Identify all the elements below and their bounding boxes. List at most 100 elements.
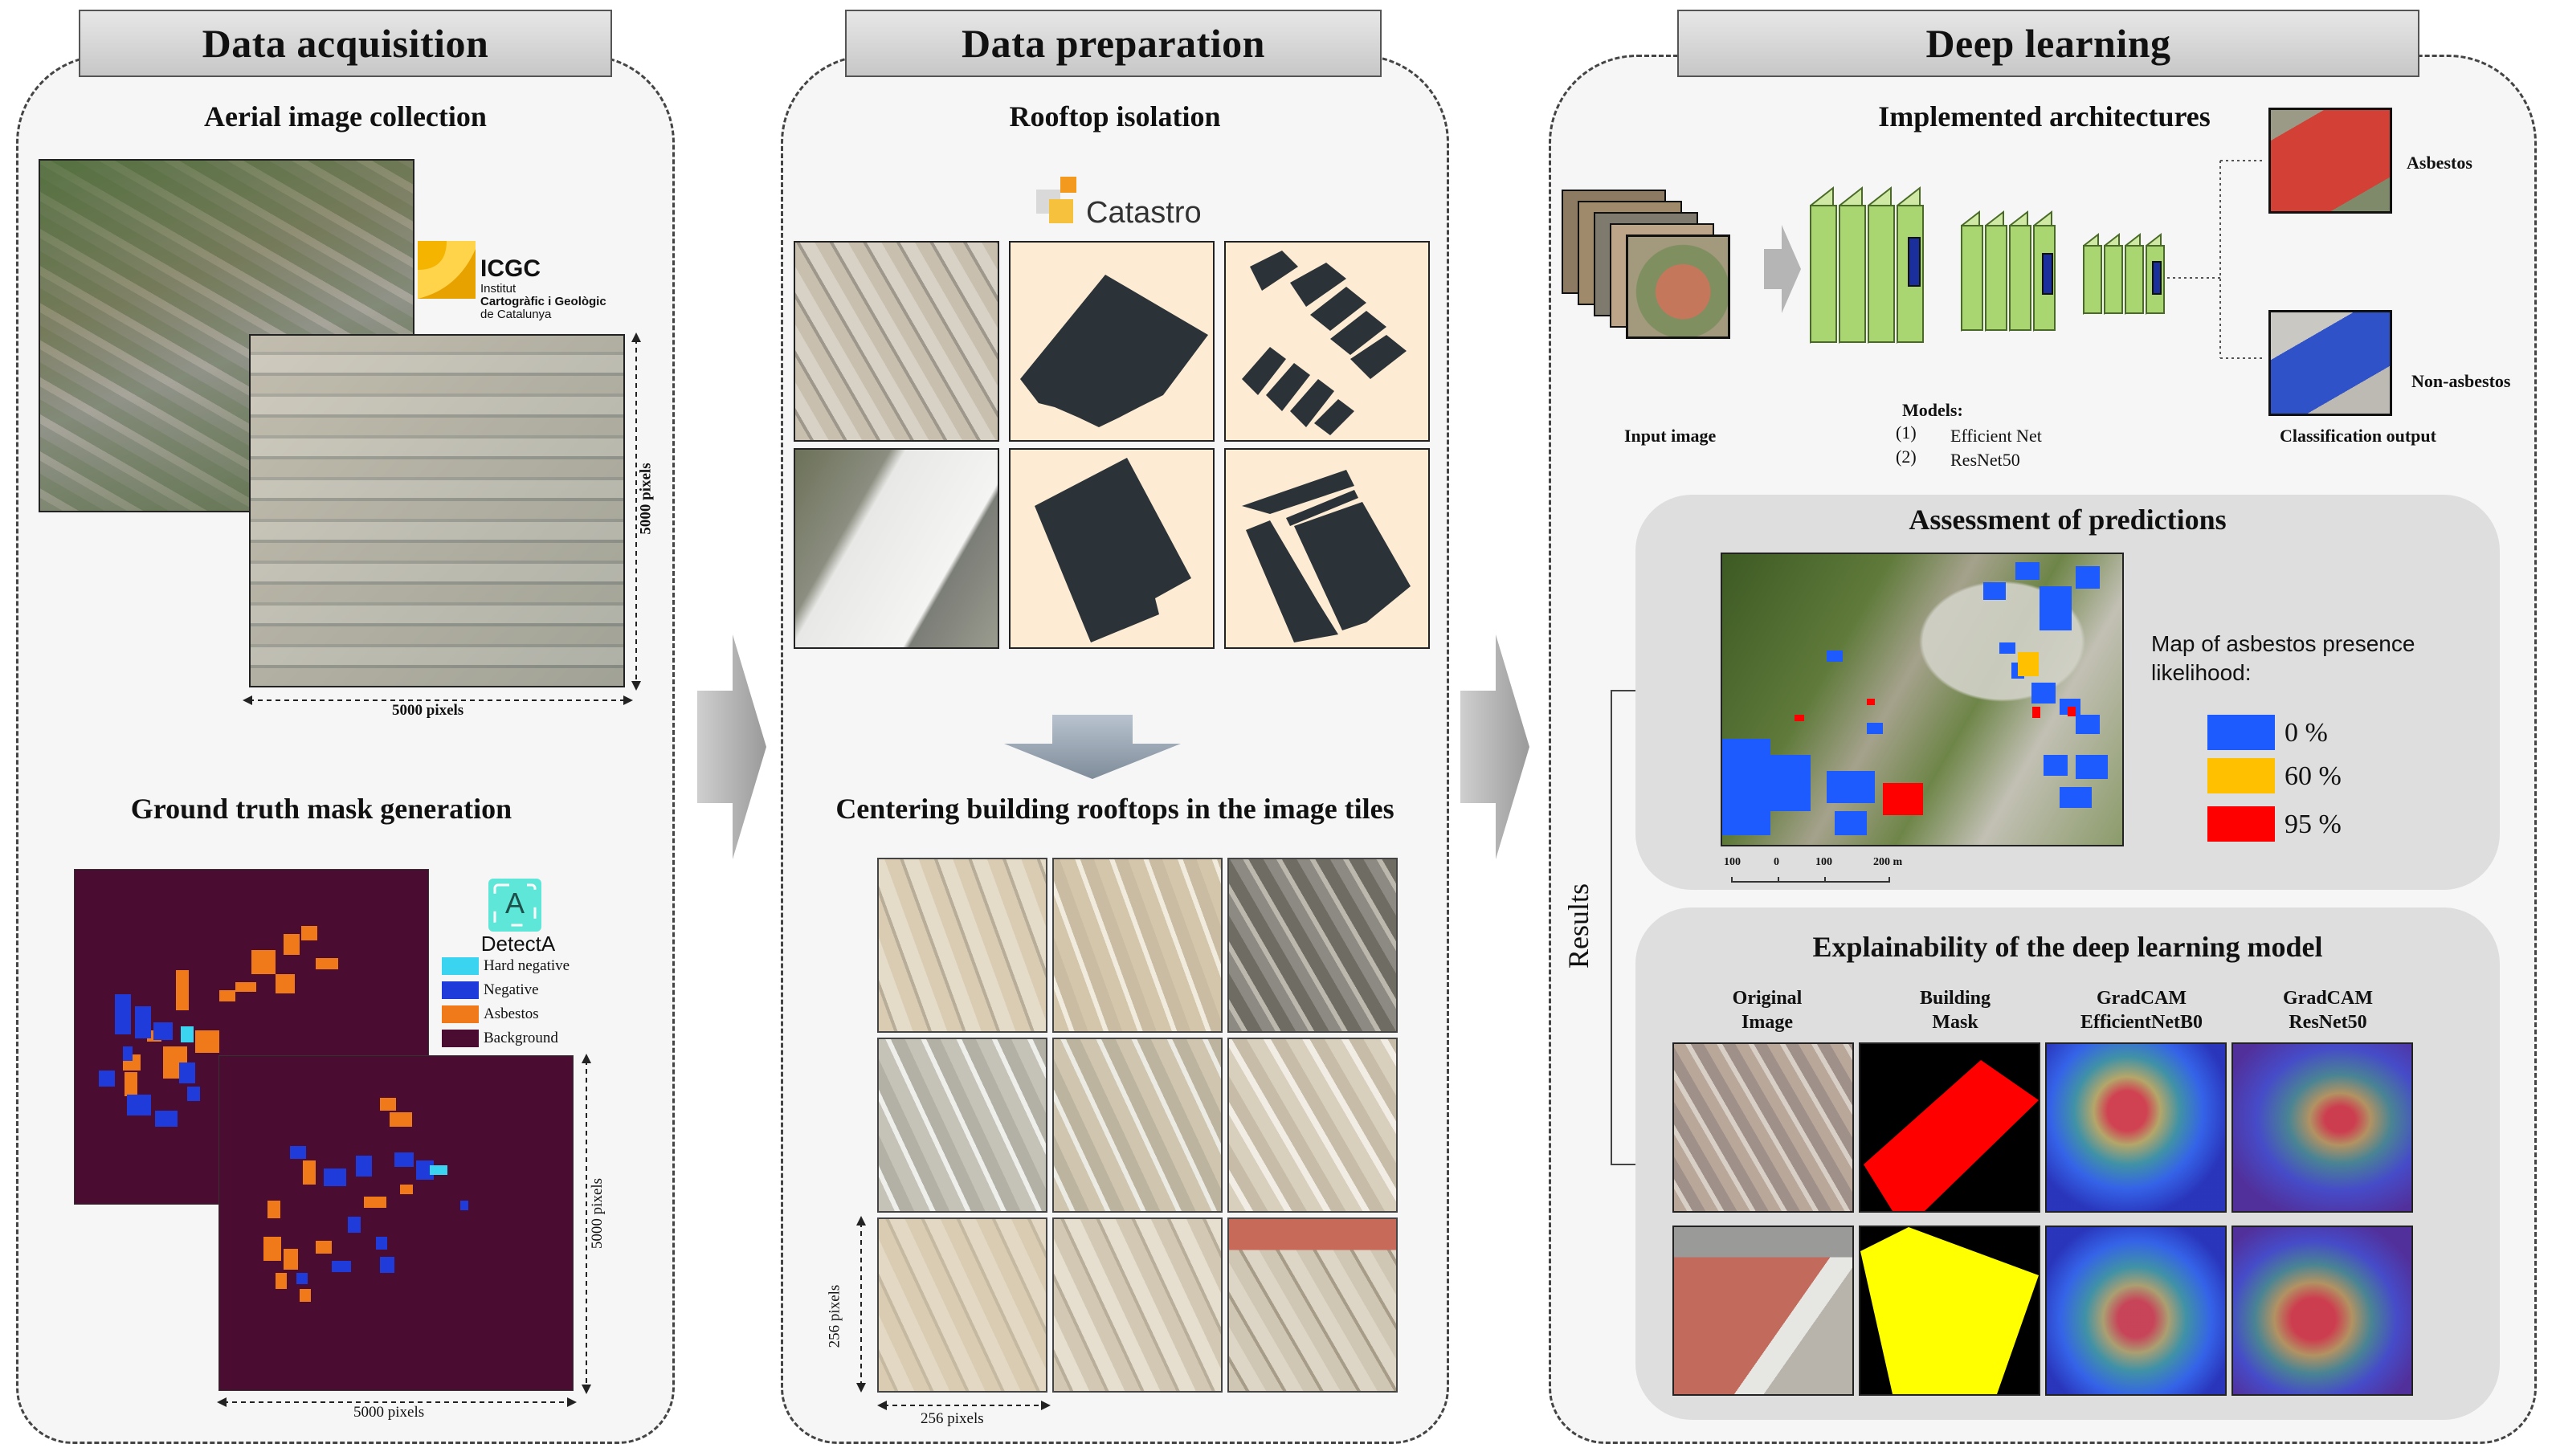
legend-swatch (442, 1005, 479, 1023)
flow-arrow-down (1004, 715, 1181, 779)
tile-dim-horizontal-label: 256 pixels (921, 1410, 984, 1427)
icgc-logo-icon (418, 241, 476, 299)
icgc-logo-caption: Institut Cartogràfic i Geològic de Catal… (480, 283, 606, 321)
legend-label: Negative (484, 981, 539, 998)
footprint-shape (1035, 458, 1191, 642)
map-legend-label: 0 % (2285, 718, 2328, 748)
rooftop-segmented-1 (1224, 241, 1430, 442)
prediction-overlays (1722, 562, 2108, 835)
detecta-logo: A DetectA (474, 879, 562, 956)
tile-dimension-arrow-vertical (856, 1216, 866, 1393)
explain-r2-gradcam-resnet (2231, 1226, 2413, 1396)
rooftop-footprint-1 (1009, 241, 1215, 442)
tile-r2c1 (877, 1038, 1047, 1213)
explain-r1-original (1672, 1042, 1854, 1213)
scale-label-3: 100 (1815, 856, 1832, 868)
input-image-stack (1562, 190, 1754, 350)
rooftop-isolation-title: Rooftop isolation (1009, 100, 1221, 133)
explainability-title: Explainability of the deep learning mode… (1812, 931, 2323, 963)
tile-dimension-arrow-horizontal (877, 1401, 1051, 1410)
panel-title-deep-learning: Deep learning (1677, 10, 2419, 77)
implemented-architectures-title: Implemented architectures (1878, 100, 2211, 133)
explain-r2-mask (1859, 1226, 2040, 1396)
detecta-logo-text: DetectA (480, 932, 556, 956)
mask-dimension-arrow-horizontal (217, 1397, 577, 1407)
input-image-front (1626, 235, 1730, 339)
models-title: Models: (1902, 400, 1963, 420)
legend-label: Hard negative (484, 957, 570, 974)
aerial-dim-vertical-label: 5000 pixels (637, 463, 655, 535)
model-1-name: Efficient Net (1950, 426, 2042, 446)
detecta-logo-icon (488, 879, 541, 932)
aerial-image-front (249, 334, 625, 687)
detecta-logo-letter: A (504, 887, 525, 920)
icgc-line-1: Institut (480, 282, 517, 296)
catastro-logo: Catastro (1028, 172, 1221, 230)
mask-dimension-arrow-vertical (582, 1054, 591, 1394)
mask-dim-horizontal-label: 5000 pixels (353, 1404, 425, 1421)
icgc-logo: ICGC Institut Cartogràfic i Geològic de … (418, 239, 643, 328)
map-legend-row-2: 95 % (2207, 806, 2368, 842)
icgc-line-3: de Catalunya (480, 308, 552, 321)
catastro-logo-text: Catastro (1086, 196, 1202, 230)
explain-r2-original (1672, 1226, 1854, 1396)
map-legend-swatch (2207, 715, 2275, 750)
results-label: Results (1562, 883, 1595, 969)
classification-connector (2219, 160, 2265, 359)
col-header-line2: EfficientNetB0 (2080, 1012, 2203, 1033)
ground-truth-title: Ground truth mask generation (130, 793, 512, 825)
aerial-image-collection-title: Aerial image collection (204, 100, 487, 133)
map-legend-label: 60 % (2285, 761, 2342, 791)
legend-swatch (442, 957, 479, 975)
legend-label: Asbestos (484, 1005, 539, 1022)
class-asbestos-label: Asbestos (2407, 153, 2472, 173)
map-scale-bar: 100 0 100 200 m (1721, 856, 1905, 888)
mask-shape (1860, 1227, 2039, 1394)
assessment-title: Assessment of predictions (1909, 504, 2227, 536)
scale-bar-graphic (1731, 877, 1890, 883)
results-bracket (1611, 690, 1650, 1165)
cnn-architecture (1810, 186, 2222, 345)
col-header-mask: Building Mask (1860, 986, 2050, 1034)
col-header-line2: Image (1741, 1012, 1793, 1033)
col-header-line2: ResNet50 (2289, 1012, 2367, 1033)
mask-shape (1864, 1060, 2039, 1211)
scale-label-4: 200 m (1873, 856, 1903, 868)
tile-r2c3 (1227, 1038, 1398, 1213)
tile-r3c2 (1052, 1217, 1223, 1393)
tile-r1c1 (877, 858, 1047, 1033)
prediction-map (1721, 553, 2124, 846)
panel-title-data-acquisition: Data acquisition (79, 10, 612, 77)
panel-title-data-preparation: Data preparation (845, 10, 1382, 77)
network-input-arrow (1764, 225, 1801, 313)
icgc-line-2: Cartogràfic i Geològic (480, 295, 606, 308)
col-header-gradcam-effnet: GradCAM EfficientNetB0 (2047, 986, 2236, 1034)
col-header-original: Original Image (1672, 986, 1862, 1034)
flow-arrow-2 (1460, 634, 1529, 859)
scale-label-1: 100 (1724, 856, 1741, 868)
mask-image-front (218, 1055, 574, 1391)
footprint-shape (1020, 275, 1208, 427)
col-header-line1: GradCAM (2283, 988, 2373, 1009)
col-header-line2: Mask (1932, 1012, 1978, 1033)
flow-arrow-1 (697, 634, 766, 859)
rooftop-photo-2 (794, 448, 999, 649)
explain-r2-gradcam-effnet (2045, 1226, 2227, 1396)
mask-back-shapes (99, 926, 338, 1127)
input-image-label: Input image (1624, 426, 1717, 446)
segmented-shape (1242, 470, 1411, 642)
explain-r1-gradcam-resnet (2231, 1042, 2413, 1213)
dimension-arrow-horizontal (243, 695, 633, 705)
col-header-line1: Building (1919, 988, 1991, 1009)
mask-front-shapes (263, 1098, 468, 1302)
centering-title: Centering building rooftops in the image… (835, 793, 1394, 825)
legend-label: Background (484, 1030, 558, 1046)
map-legend-swatch (2207, 758, 2275, 793)
rooftop-footprint-2 (1009, 448, 1215, 649)
rooftop-segmented-2 (1224, 448, 1430, 649)
col-header-line1: Original (1732, 988, 1803, 1009)
map-legend-row-1: 60 % (2207, 758, 2368, 793)
model-2-num: (2) (1896, 447, 1917, 467)
map-legend-title-1: Map of asbestos presence (2151, 631, 2415, 656)
classification-output-label: Classification output (2280, 426, 2436, 446)
